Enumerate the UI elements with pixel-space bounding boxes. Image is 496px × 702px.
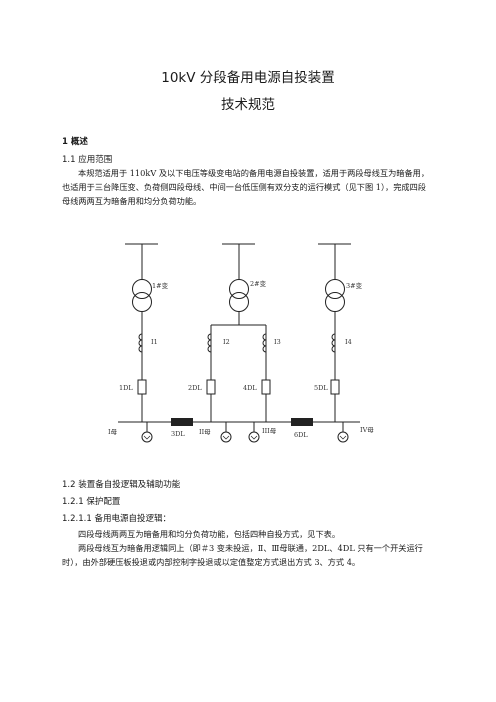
doc-title: 10kV 分段备用电源自投装置	[161, 70, 335, 86]
breaker-label-1dl: 1DL	[119, 384, 133, 392]
breaker-label-2dl: 2DL	[188, 384, 202, 392]
ct-label-3: I3	[274, 338, 281, 346]
bus-tie-label-3dl: 3DL	[171, 430, 185, 438]
transformer-3-winding-lv	[325, 292, 345, 312]
pt-bus-iii	[248, 431, 260, 443]
bus-tie-3dl	[171, 418, 193, 426]
breaker-4dl	[261, 379, 271, 395]
breaker-label-4dl: 4DL	[243, 384, 257, 392]
bus-tie-6dl	[291, 418, 313, 426]
section-1-2-1-1-heading: 1.2.1.1 备用电源自投逻辑：	[62, 514, 171, 524]
ct-coil-2	[207, 333, 212, 353]
section-1-2-1-heading: 1.2.1 保护配置	[62, 497, 121, 507]
ct-label-4: I4	[345, 338, 352, 346]
section-1-2-heading: 1.2 装置备自投逻辑及辅助功能	[62, 480, 181, 490]
ct-label-1: I1	[151, 338, 158, 346]
breaker-2dl	[206, 379, 216, 395]
ct-coil-4	[331, 333, 336, 353]
pt-bus-iv	[337, 431, 349, 443]
transformer-3-label: 3#变	[346, 281, 363, 290]
pt-bus-i	[141, 431, 153, 443]
logic-paragraph-2: 两段母线互为暗备用逻辑同上（即＃3 变未投运，Ⅱ、Ⅲ母联通，2DL、4DL 只有…	[62, 543, 423, 567]
section-1-1-heading: 1.1 应用范围	[62, 155, 113, 165]
ct-label-2: I2	[223, 338, 230, 346]
logic-paragraph-1: 四段母线两两互为暗备用和均分负荷功能，包括四种自投方式，见下表。	[78, 529, 341, 539]
transformer-2-winding-lv	[229, 292, 249, 312]
transformer-3-winding-hv	[325, 279, 345, 299]
doc-subtitle: 技术规范	[221, 97, 275, 113]
bus-label-i: I母	[108, 428, 118, 436]
transformer-2-winding-hv	[229, 279, 249, 299]
transformer-1-winding-lv	[132, 292, 152, 312]
section-1-heading: 1 概述	[62, 137, 88, 147]
bus-label-iii: III母	[262, 427, 277, 435]
breaker-1dl	[137, 379, 147, 395]
breaker-5dl	[330, 379, 340, 395]
bus-tie-label-6dl: 6DL	[294, 431, 308, 439]
pt-bus-ii	[220, 431, 232, 443]
breaker-label-5dl: 5DL	[314, 384, 328, 392]
bus-label-ii: II母	[199, 428, 211, 436]
ct-coil-1	[138, 333, 143, 353]
section-1-1-paragraph: 本规范适用于 110kV 及以下电压等级变电站的备用电源自投装置，适用于两段母线…	[62, 168, 430, 206]
transformer-1-label: 1#变	[152, 281, 169, 290]
transformer-1-winding-hv	[132, 279, 152, 299]
transformer-2-label: 2#变	[250, 279, 267, 288]
ct-coil-3	[262, 333, 267, 353]
bus-label-iv: IV母	[360, 426, 374, 434]
